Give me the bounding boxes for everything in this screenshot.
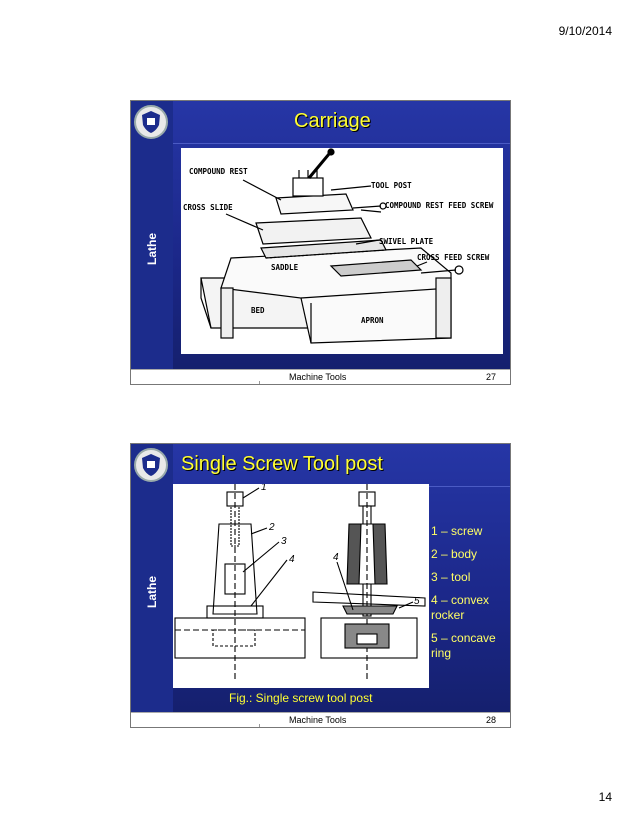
- tool-post-figure: 1 2 3 4 4 5: [173, 482, 429, 688]
- label-compound-rest: COMPOUND REST: [189, 167, 248, 176]
- legend-item: 3 – tool: [431, 570, 471, 584]
- date-header: 9/10/2014: [558, 24, 612, 38]
- label-tool-post: TOOL POST: [371, 181, 412, 190]
- figure-caption: Fig.: Single screw tool post: [229, 691, 373, 705]
- sidebar-label: Lathe: [145, 232, 159, 266]
- crest-icon: [142, 111, 160, 133]
- part-number-4b: 4: [333, 552, 339, 563]
- label-compound-rest-feed-screw: COMPOUND REST FEED SCREW: [385, 201, 494, 210]
- label-swivel-plate: SWIVEL PLATE: [379, 237, 434, 246]
- slide-main: Carriage: [173, 101, 510, 369]
- parts-legend: 1 – screw 2 – body 3 – tool 4 – convex r…: [431, 524, 507, 669]
- slide-number: 27: [485, 372, 496, 382]
- label-cross-slide: CROSS SLIDE: [183, 203, 233, 212]
- slide-sidebar: Lathe: [131, 444, 173, 712]
- legend-item: 4 – convex rocker: [431, 593, 490, 622]
- part-number-3: 3: [281, 536, 287, 547]
- sidebar-label: Lathe: [145, 575, 159, 609]
- carriage-figure: COMPOUND REST TOOL POST CROSS SLIDE COMP…: [181, 148, 503, 354]
- label-saddle: SADDLE: [271, 263, 299, 272]
- legend-item: 5 – concave ring: [431, 631, 496, 660]
- footer-title: Machine Tools: [289, 372, 347, 382]
- legend-item: 2 – body: [431, 547, 478, 561]
- institution-logo: [134, 448, 168, 482]
- label-apron: APRON: [361, 316, 384, 325]
- legend-item: 1 – screw: [431, 524, 483, 538]
- label-bed: BED: [251, 306, 265, 315]
- slide-number: 28: [485, 715, 496, 725]
- slide-main: Single Screw Tool post: [173, 444, 510, 712]
- slide-sidebar: Lathe: [131, 101, 173, 369]
- slide-title: Single Screw Tool post: [181, 453, 383, 475]
- slide-carriage: Lathe Carriage: [130, 100, 511, 385]
- crest-icon: [142, 454, 160, 476]
- part-number-4: 4: [289, 554, 295, 565]
- slide-footer: Machine Tools 27: [131, 369, 510, 384]
- label-cross-feed-screw: CROSS FEED SCREW: [417, 253, 490, 262]
- part-number-5: 5: [414, 596, 420, 607]
- slide-title: Carriage: [294, 110, 371, 132]
- title-separator: [173, 143, 510, 144]
- slide-tool-post: Lathe Single Screw Tool post: [130, 443, 511, 728]
- footer-title: Machine Tools: [289, 715, 347, 725]
- slide-footer: Machine Tools 28: [131, 712, 510, 727]
- part-number-2: 2: [268, 522, 275, 533]
- part-number-1: 1: [261, 484, 267, 493]
- page-number: 14: [598, 790, 612, 804]
- institution-logo: [134, 105, 168, 139]
